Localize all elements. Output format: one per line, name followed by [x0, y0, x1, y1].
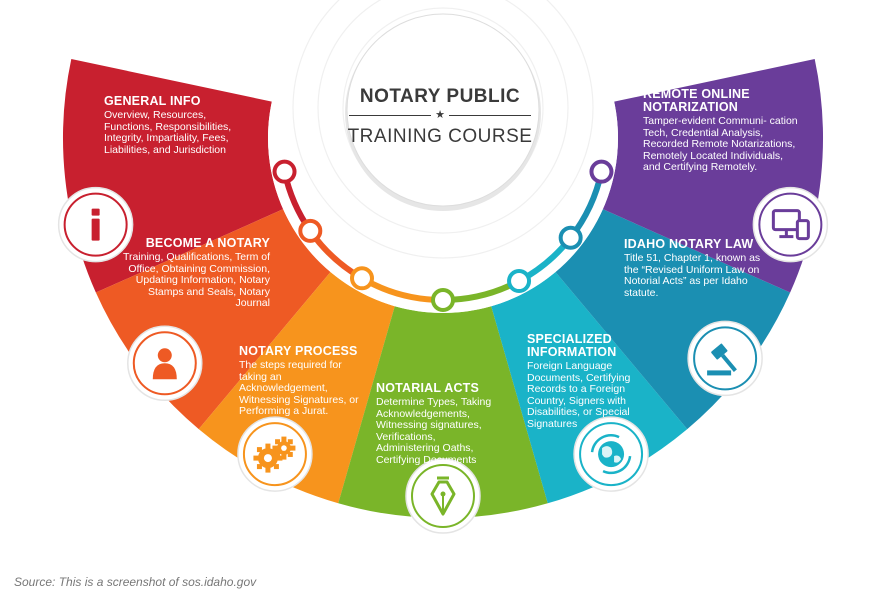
segment-description: Tamper-evident Communi- cation Tech, Cre… — [643, 115, 798, 173]
person-icon — [127, 325, 203, 402]
segment-description: Determine Types, Taking Acknowledgements… — [376, 396, 492, 466]
gavel-icon — [687, 320, 763, 397]
track-node — [558, 225, 583, 250]
title-line1: NOTARY PUBLIC — [359, 86, 521, 107]
gears-icon — [237, 416, 313, 492]
segment-title: REMOTE ONLINE NOTARIZATION — [643, 87, 750, 114]
segment-title: NOTARY PROCESS — [239, 344, 358, 358]
segment-description: The steps required for taking an Acknowl… — [239, 359, 359, 417]
segment-specialized-information: SPECIALIZED INFORMATION Foreign Language… — [527, 333, 657, 430]
segment-description: Overview, Resources, Functions, Responsi… — [104, 109, 232, 156]
globe-icon — [573, 416, 649, 492]
star-icon: ★ — [435, 109, 445, 121]
segment-notarial-acts: NOTARIAL ACTS Determine Types, Taking Ac… — [376, 382, 500, 466]
track-node — [431, 288, 455, 312]
track-node — [272, 159, 297, 184]
source-caption: Source: This is a screenshot of sos.idah… — [14, 575, 257, 589]
segment-title: GENERAL INFO — [104, 94, 201, 108]
track-node — [298, 218, 323, 243]
segment-become-notary: BECOME A NOTARY Training, Qualifications… — [120, 237, 270, 310]
decor-ring — [292, 0, 594, 259]
track-node — [350, 266, 374, 291]
track-node — [589, 159, 614, 184]
segment-title: NOTARIAL ACTS — [376, 381, 480, 395]
segment-remote-online-notarization: REMOTE ONLINE NOTARIZATION Tamper-eviden… — [643, 88, 803, 174]
pen-nib-icon — [405, 458, 481, 534]
segment-title: SPECIALIZED INFORMATION — [527, 332, 617, 359]
course-title: NOTARY PUBLIC ★ TRAINING COURSE — [320, 86, 560, 148]
segment-notary-process: NOTARY PROCESS The steps required for ta… — [239, 345, 369, 418]
devices-icon — [752, 186, 829, 263]
segment-notarial-acts-shape — [338, 306, 548, 518]
segment-general-info: GENERAL INFO Overview, Resources, Functi… — [104, 95, 254, 156]
segment-description: Training, Qualifications, Term of Office… — [122, 251, 270, 309]
decor-ring — [317, 0, 569, 234]
info-icon — [57, 186, 134, 263]
segment-title: IDAHO NOTARY LAW — [624, 237, 754, 251]
segment-description: Title 51, Chapter 1, known as the “Revis… — [624, 252, 761, 299]
segment-description: Foreign Language Documents, Certifying R… — [527, 360, 631, 430]
segment-title: BECOME A NOTARY — [145, 236, 270, 250]
title-disc — [346, 13, 540, 207]
title-line2: TRAINING COURSE — [347, 126, 533, 147]
track-node — [507, 269, 532, 294]
segment-idaho-notary-law: IDAHO NOTARY LAW Title 51, Chapter 1, kn… — [624, 238, 774, 299]
